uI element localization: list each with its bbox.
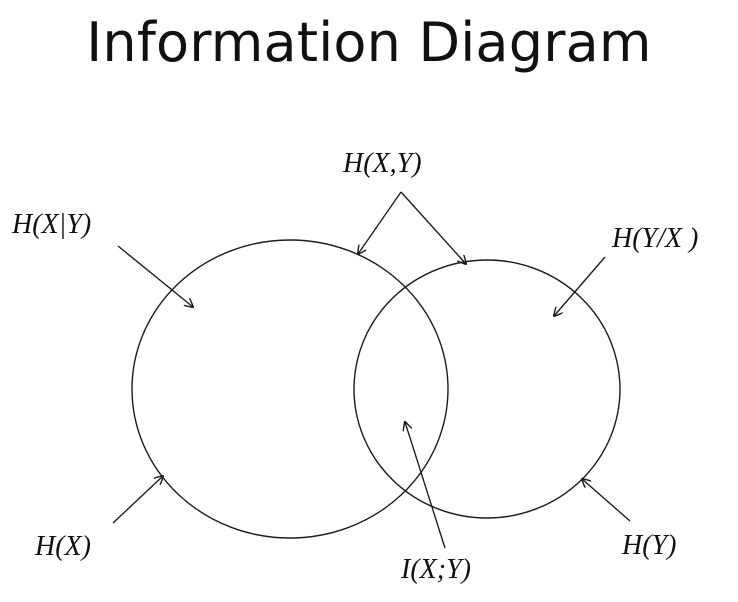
- diagram-labels: H(X,Y) H(X|Y) H(Y/X ) H(X) H(Y) I(X;Y): [11, 148, 698, 585]
- conditional-y-given-x-label: H(Y/X ): [611, 223, 698, 254]
- entropy-y-label: H(Y): [621, 530, 676, 561]
- entropy-x-label: H(X): [34, 531, 91, 562]
- circle-x: [131, 239, 449, 539]
- annotation-arrows: [112, 191, 631, 549]
- conditional-y-given-x-arrow: [554, 256, 606, 316]
- joint-entropy-label: H(X,Y): [342, 148, 422, 179]
- conditional-x-given-y-arrow: [117, 245, 193, 307]
- mutual-information-label: I(X;Y): [400, 554, 471, 585]
- venn-circles: [131, 239, 621, 539]
- mutual-information-arrow: [405, 422, 446, 549]
- circle-y: [353, 259, 621, 519]
- diagram-title: Information Diagram: [86, 11, 652, 74]
- entropy-x-arrow: [112, 476, 163, 524]
- joint-entropy-arrow-left: [358, 191, 402, 254]
- entropy-y-arrow: [582, 479, 631, 522]
- conditional-x-given-y-label: H(X|Y): [11, 209, 91, 240]
- joint-entropy-arrow-right: [400, 191, 466, 264]
